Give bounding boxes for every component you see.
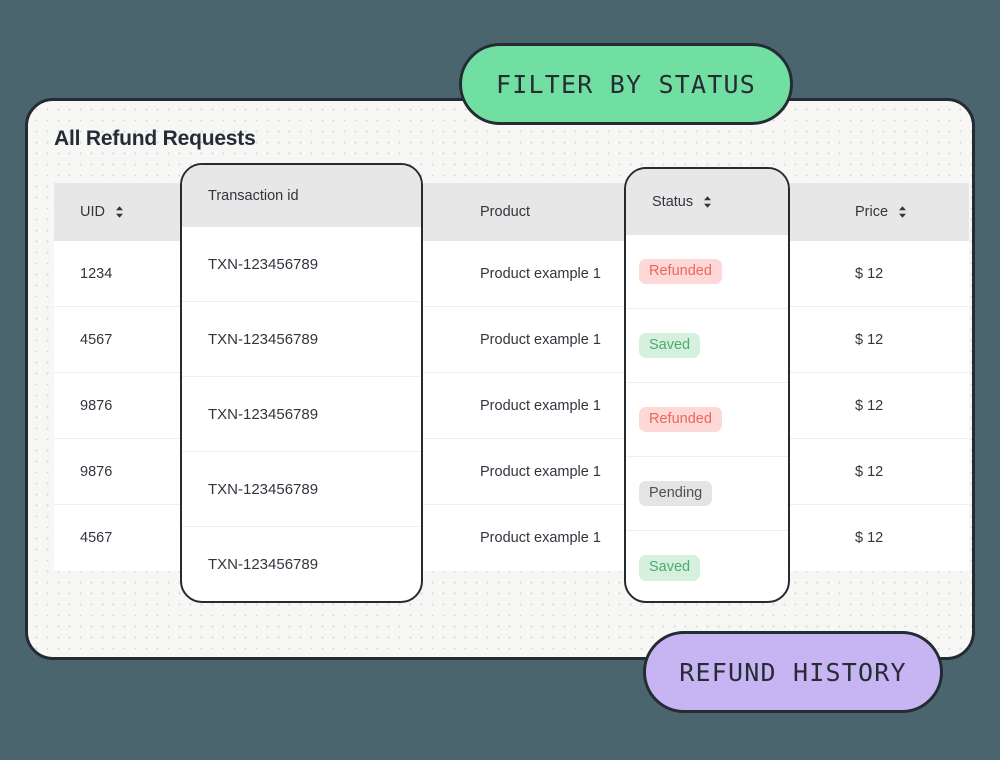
cell-transaction-id: TXN-123456789 <box>208 556 319 573</box>
cell-price: $ 12 <box>855 331 884 348</box>
refund-requests-panel: All Refund Requests UID Transaction id P… <box>25 98 975 660</box>
column-header-uid-label: UID <box>80 204 105 220</box>
cell-product: Product example 1 <box>480 397 601 414</box>
highlighted-header-status-label: Status <box>652 194 694 210</box>
column-header-product[interactable]: Product <box>454 183 654 241</box>
cell-product: Product example 1 <box>480 265 601 282</box>
cell-product: Product example 1 <box>480 331 601 348</box>
cell-status: Pending <box>626 457 788 531</box>
sort-chevron-icon[interactable] <box>897 205 908 219</box>
highlighted-column-status[interactable]: Status Refunded Saved Refunded Pending S… <box>624 167 790 603</box>
cell-status: Saved <box>626 309 788 383</box>
cell-price: $ 12 <box>855 265 884 282</box>
cell-price: $ 12 <box>855 530 884 546</box>
cell-product: Product example 1 <box>480 530 601 546</box>
cell-uid: 4567 <box>80 530 113 546</box>
column-header-product-label: Product <box>480 204 530 220</box>
cell-status: Saved <box>626 531 788 601</box>
highlighted-column-transaction-id[interactable]: Transaction id TXN-123456789 TXN-1234567… <box>180 163 423 603</box>
cell-uid: 9876 <box>80 397 113 414</box>
status-badge: Saved <box>639 555 701 581</box>
sort-chevron-icon[interactable] <box>702 195 713 209</box>
cell-price: $ 12 <box>855 397 884 414</box>
status-badge: Refunded <box>639 406 722 433</box>
status-badge: Refunded <box>639 258 722 285</box>
callout-refund-history[interactable]: REFUND HISTORY <box>643 631 943 713</box>
cell-uid: 1234 <box>80 265 113 282</box>
column-header-price[interactable]: Price <box>829 183 969 241</box>
column-header-uid[interactable]: UID <box>54 183 209 241</box>
highlighted-header-transaction-id[interactable]: Transaction id <box>182 165 421 227</box>
cell-transaction-id: TXN-123456789 <box>182 302 421 377</box>
cell-uid: 9876 <box>80 463 113 480</box>
callout-filter-by-status[interactable]: FILTER BY STATUS <box>459 43 793 125</box>
cell-transaction-id: TXN-123456789 <box>182 452 421 527</box>
cell-product: Product example 1 <box>480 463 601 480</box>
cell-status: Refunded <box>626 235 788 309</box>
column-header-price-label: Price <box>855 204 889 220</box>
cell-transaction-id: TXN-123456789 <box>182 377 421 452</box>
cell-status: Refunded <box>626 383 788 457</box>
status-badge: Pending <box>639 480 713 507</box>
sort-chevron-icon[interactable] <box>114 205 125 219</box>
cell-transaction-id: TXN-123456789 <box>182 227 421 302</box>
status-badge: Saved <box>639 332 701 359</box>
cell-uid: 4567 <box>80 331 113 348</box>
highlighted-header-status[interactable]: Status <box>626 169 788 235</box>
cell-price: $ 12 <box>855 463 884 480</box>
page-title: All Refund Requests <box>54 127 256 150</box>
